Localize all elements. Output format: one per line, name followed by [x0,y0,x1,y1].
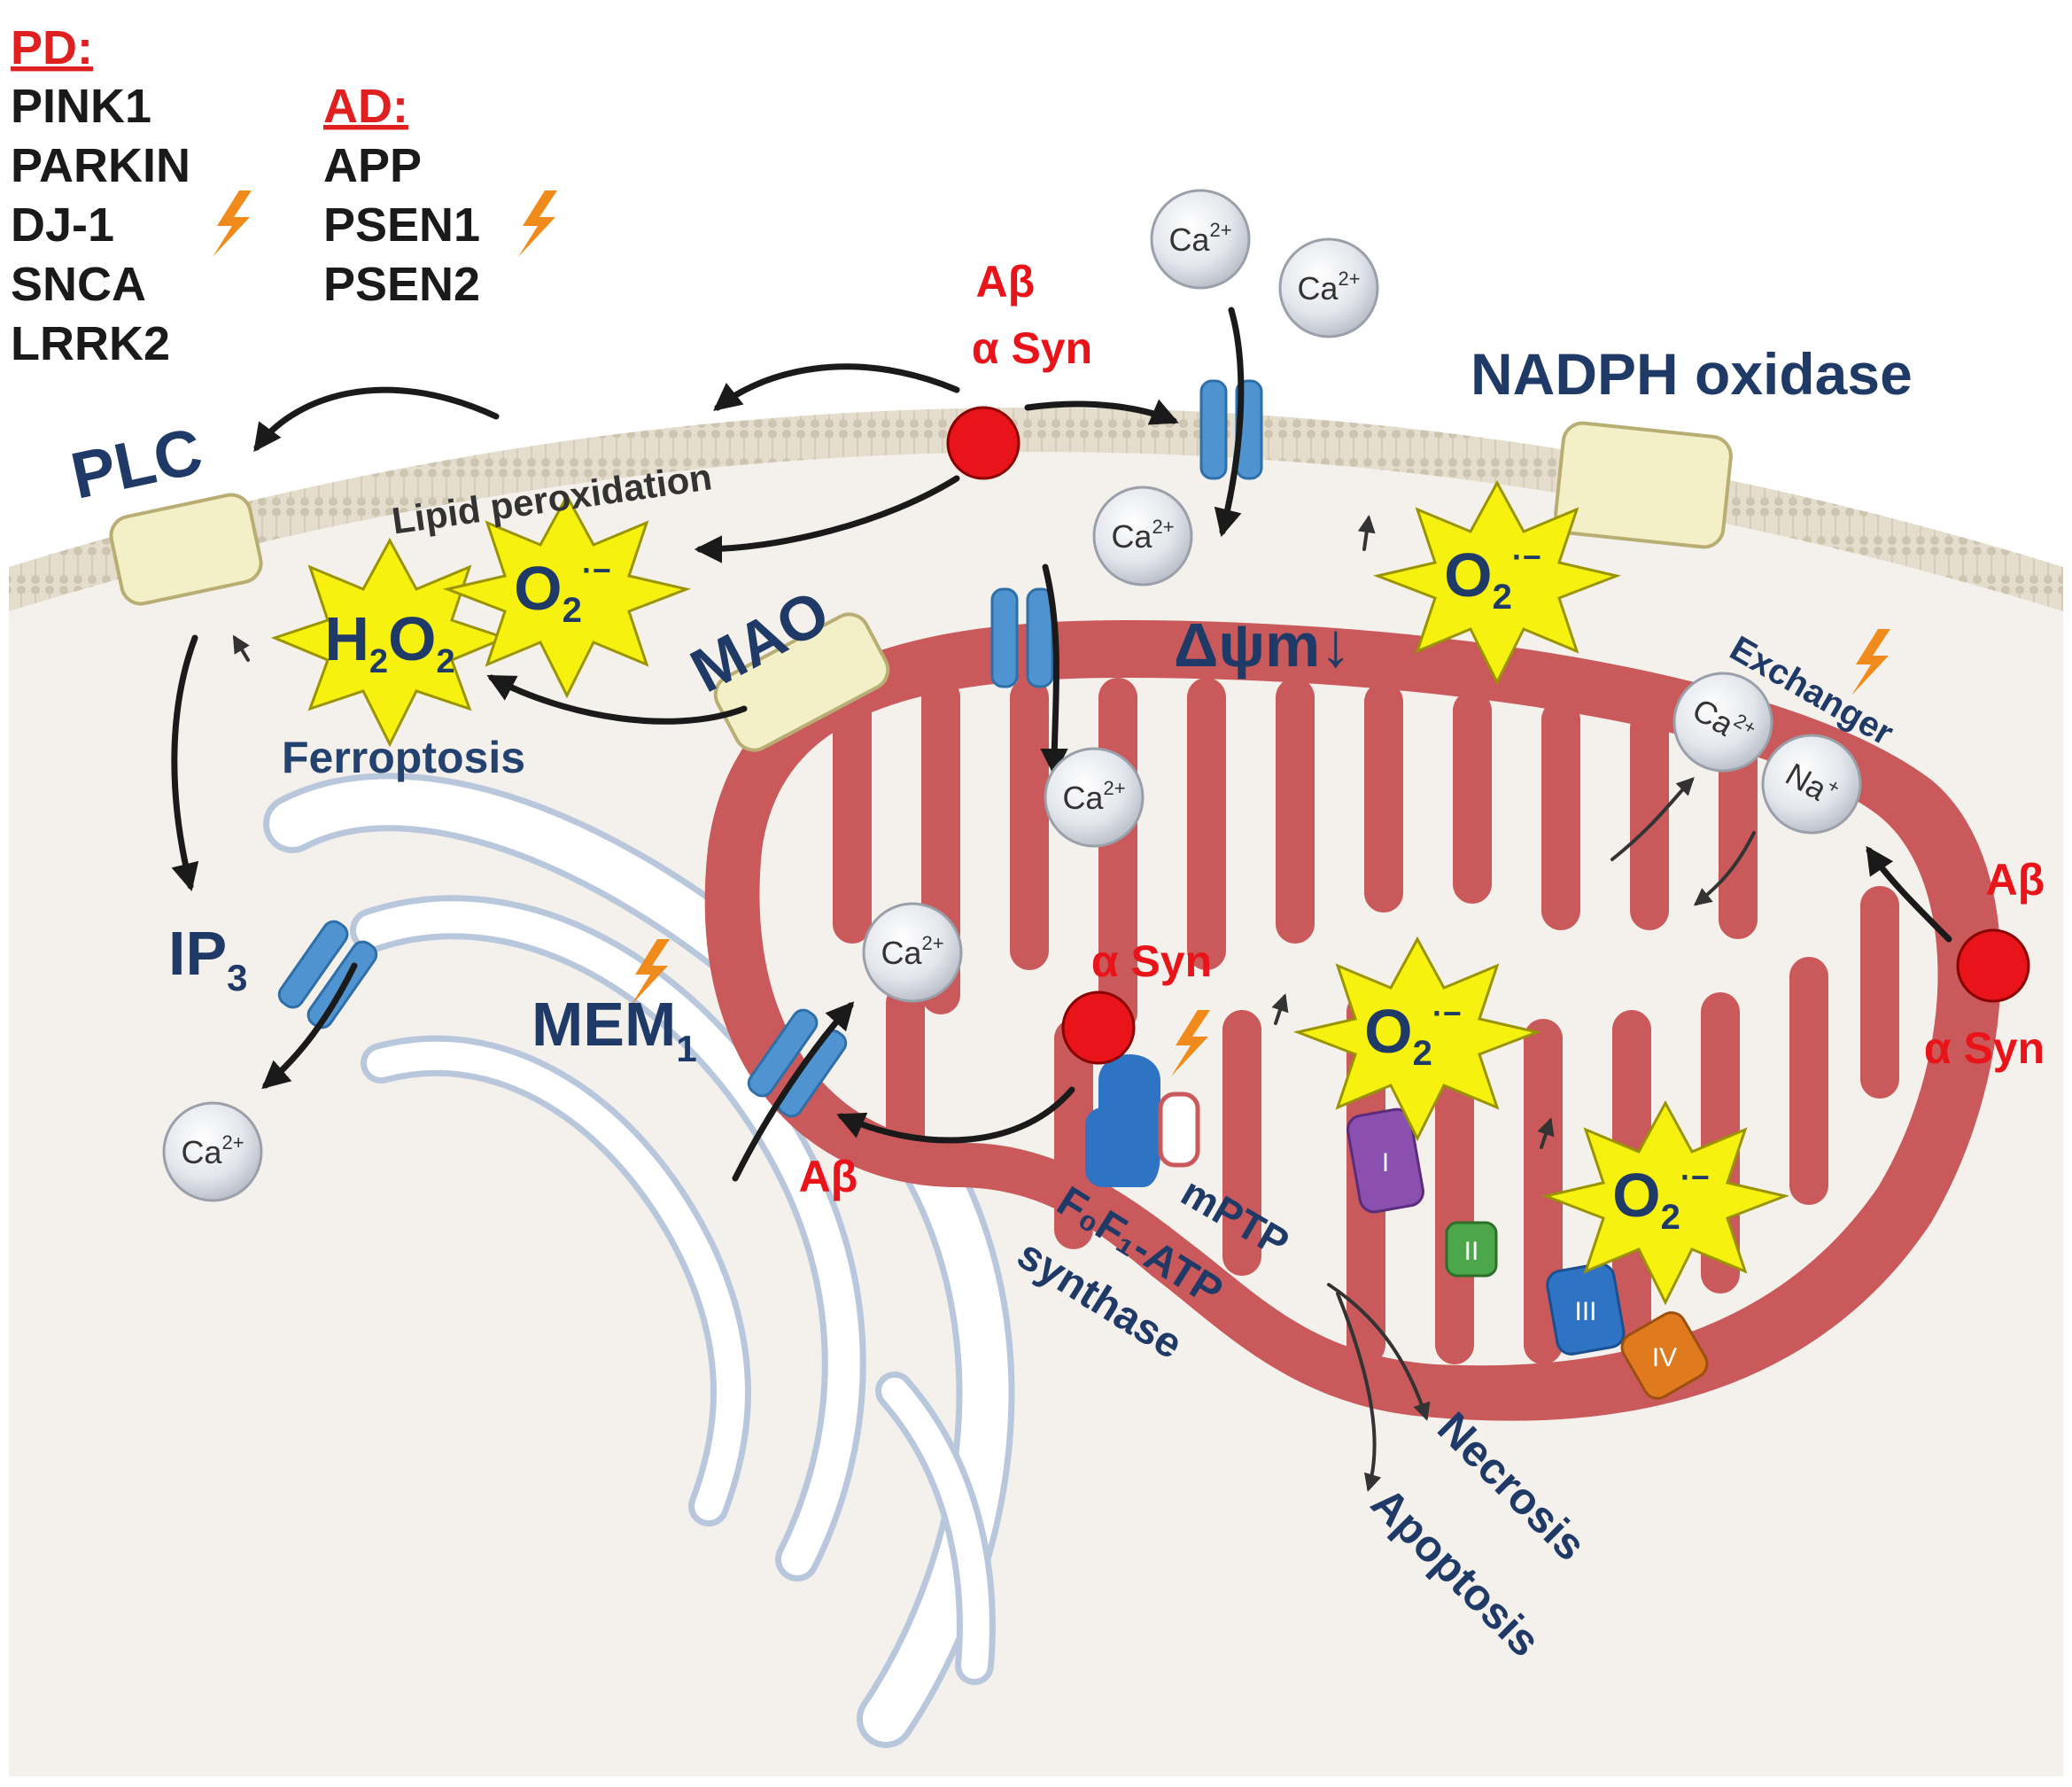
label-nadph-oxidase: NADPH oxidase [1471,341,1913,407]
svg-text:O2·−: O2·− [1444,539,1541,617]
label-abeta-mem: Aβ [799,1152,858,1201]
svg-text:Ca2+: Ca2+ [1062,777,1125,816]
mem1-channel [747,1008,848,1118]
label-asyn-mito: α Syn [1091,936,1212,986]
lightning-icon-pd [213,190,252,257]
agent-dot-right [1956,928,2030,1003]
complex-III: III [1546,1263,1626,1356]
agent-dot-membrane [946,406,1020,480]
lightning-icon-exchanger [1851,629,1890,695]
agent-dot-mito [1061,991,1136,1065]
ion-ca-ip3-release: Ca2+ [162,1101,263,1202]
ion-na-exchanger: Na+ [1761,734,1862,835]
lightning-icon-ad [518,190,557,257]
label-asyn-right: α Syn [1924,1023,2045,1073]
pathway-arrows [171,307,1952,1492]
ion-ca-exchanger: Ca2+ [1672,672,1773,773]
label-plc: PLC [65,414,208,513]
svg-text:Ca2+: Ca2+ [881,932,943,971]
pd-gene-4: SNCA [11,258,146,311]
label-abeta-right: Aβ [1986,855,2045,905]
pd-gene-3: DJ-1 [11,198,114,252]
ion-ca-er-exit: Ca2+ [862,902,963,1003]
label-asyn-top: α Syn [972,323,1092,373]
plc-enzyme [109,493,263,606]
label-delta-psi: Δψm↓ [1174,610,1351,680]
ion-ca-matrix: Ca2+ [1044,747,1145,848]
ad-gene-header: AD: [323,80,408,133]
svg-text:O2·−: O2·− [514,552,611,630]
label-mem1: MEM1 [532,990,697,1069]
plasma-membrane-texture [9,408,2063,611]
ad-gene-3: PSEN2 [323,258,480,311]
ad-gene-2: PSEN1 [323,198,480,252]
svg-text:II: II [1464,1237,1479,1266]
svg-text:Ca2+: Ca2+ [1297,268,1360,307]
svg-text:Ca2+: Ca2+ [1168,219,1231,258]
ros-burst-superoxide-mito-2: O2·− [1540,1099,1790,1306]
lightning-icon-mem [631,939,670,1006]
mito-calcium-uniporter [990,587,1054,688]
label-ferroptosis: Ferroptosis [282,733,525,782]
ros-burst-superoxide-nadph: O2·− [1372,479,1622,686]
ion-ca-top-2: Ca2+ [1278,237,1379,338]
label-abeta-top: Aβ [976,257,1036,307]
svg-text:Ca2+: Ca2+ [181,1131,244,1170]
atp-synthase-stalk [1085,1107,1129,1187]
svg-text:IV: IV [1652,1343,1677,1372]
svg-text:III: III [1574,1297,1596,1326]
ion-ca-top-1: Ca2+ [1150,189,1251,290]
mptp-pore [1158,1092,1200,1168]
mao-enzyme [713,612,890,752]
svg-text:O2·−: O2·− [1612,1159,1710,1237]
lightning-icon-atp [1171,1010,1210,1076]
complex-I: I [1346,1107,1424,1214]
lightning-icons [213,190,1890,1076]
pd-gene-header: PD: [11,21,93,74]
nadph-oxidase-enzyme [1554,421,1733,549]
svg-text:H2O2: H2O2 [324,604,454,680]
pd-gene-2: PARKIN [11,139,190,192]
ros-burst-superoxide-membrane: O2·− [442,493,692,699]
svg-text:O2·−: O2·− [1364,995,1462,1073]
svg-text:I: I [1382,1148,1389,1177]
svg-text:Ca2+: Ca2+ [1111,516,1174,555]
label-ip3: IP3 [168,919,248,998]
ros-burst-h2o2: H2O2 [270,537,509,748]
ros-burst-superoxide-mito-1: O2·− [1292,936,1542,1142]
ion-ca-cytosol: Ca2+ [1092,486,1193,587]
complex-II: II [1445,1221,1498,1278]
ad-gene-1: APP [323,139,422,192]
complex-IV: IV [1620,1311,1709,1400]
pd-gene-1: PINK1 [11,80,151,133]
pd-gene-5: LRRK2 [11,317,170,370]
